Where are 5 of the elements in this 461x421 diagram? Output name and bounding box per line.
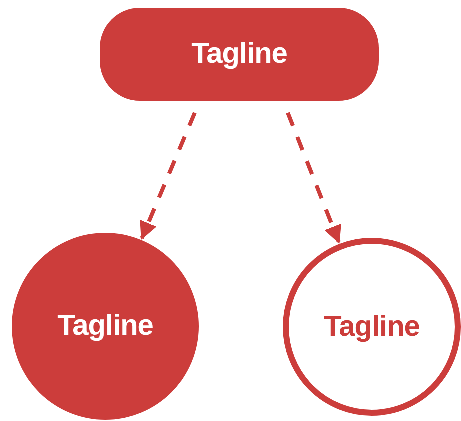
node-label: Tagline [58, 310, 154, 343]
node-label: Tagline [192, 38, 288, 71]
dashed-arrow [286, 112, 342, 244]
dashed-arrow [140, 112, 197, 240]
node-label: Tagline [324, 310, 420, 344]
